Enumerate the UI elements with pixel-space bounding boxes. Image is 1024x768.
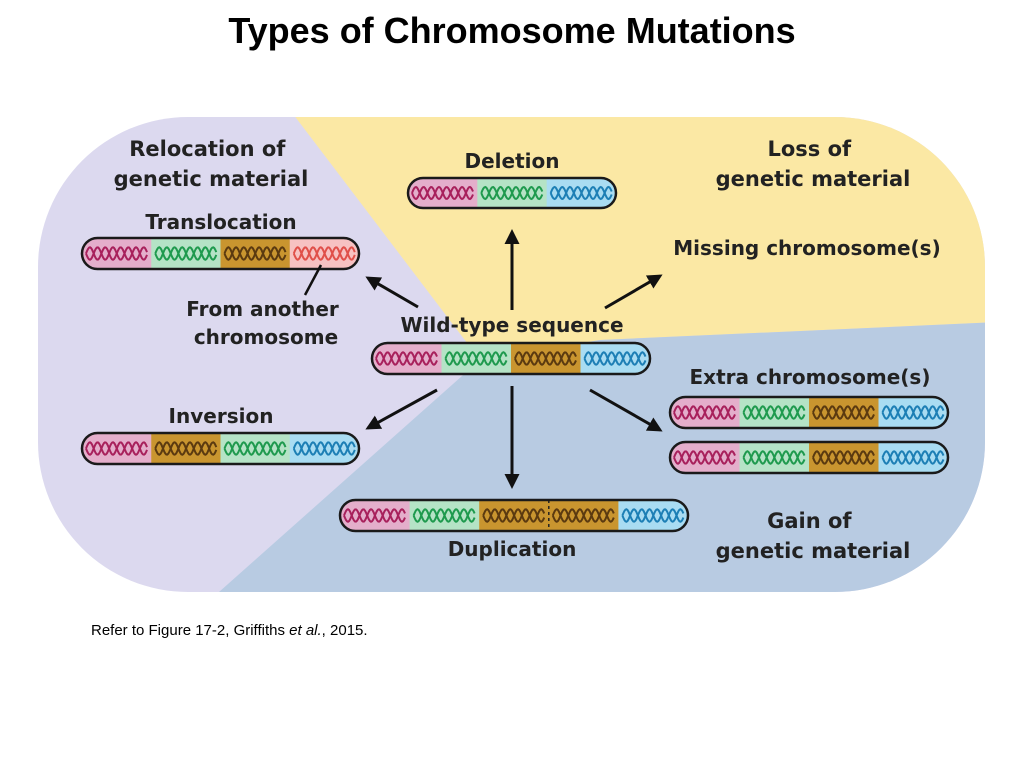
translocation-label: Translocation (145, 210, 296, 234)
chromosome-outline (338, 498, 690, 533)
wild-type-label: Wild-type sequence (400, 313, 623, 337)
chromosome-outline (80, 236, 361, 271)
citation-suffix: , 2015. (321, 622, 368, 639)
helix-strand (514, 351, 577, 366)
helix-strand (881, 405, 945, 420)
from-another-pointer (303, 264, 323, 296)
helix-strand (85, 246, 148, 261)
helix-strand (154, 246, 218, 261)
wild-type-chromosome (370, 341, 652, 376)
extra-chromosome-2 (668, 440, 950, 475)
loss-heading: Loss of genetic material (716, 137, 911, 191)
duplication-label: Duplication (448, 537, 577, 561)
helix-strand (412, 508, 476, 523)
helix-strand (375, 351, 438, 366)
slide-title: Types of Chromosome Mutations (228, 10, 796, 51)
helix-strand (621, 508, 685, 523)
helix-strand (549, 185, 613, 201)
arrow-to-missing (604, 274, 663, 310)
citation-italic: et al. (289, 622, 322, 639)
chromosome-outline (668, 440, 950, 475)
missing-chromosomes-label: Missing chromosome(s) (673, 236, 940, 260)
helix-strand (343, 508, 406, 523)
helix-strand (480, 185, 544, 201)
helix-strand (881, 450, 945, 465)
helix-strand (223, 441, 287, 456)
extra-chromosome-1 (668, 395, 950, 430)
helix-strand (673, 405, 736, 420)
helix-strand (154, 441, 218, 456)
translocation-chromosome (80, 236, 361, 271)
arrow-to-inversion (365, 388, 438, 430)
chromosome-outline (668, 395, 950, 430)
deletion-chromosome (406, 176, 618, 210)
helix-strand (292, 246, 356, 261)
inversion-label: Inversion (169, 404, 274, 428)
helix-strand (85, 441, 148, 456)
deletion-label: Deletion (465, 149, 560, 173)
chromosome-outline (406, 176, 618, 210)
helix-strand (812, 450, 875, 465)
helix-strand (673, 450, 736, 465)
helix-strand (742, 450, 806, 465)
extra-chromosomes-label: Extra chromosome(s) (690, 365, 931, 389)
chromosome-outline (370, 341, 652, 376)
helix-strand (444, 351, 508, 366)
citation: Refer to Figure 17-2, Griffiths et al., … (91, 622, 368, 639)
gain-heading: Gain of genetic material (716, 509, 911, 563)
helix-strand (551, 508, 615, 523)
relocation-heading: Relocation of genetic material (114, 137, 309, 191)
citation-prefix: Refer to Figure 17-2, Griffiths (91, 622, 290, 639)
from-another-chromosome-label: From another chromosome (186, 297, 345, 349)
duplication-chromosome (338, 498, 690, 533)
chromosome-outline (80, 431, 361, 466)
helix-strand (223, 246, 287, 261)
mutation-arrows (365, 229, 663, 489)
helix-strand (742, 405, 806, 420)
loss-region (290, 117, 985, 360)
helix-strand (411, 185, 474, 201)
arrow-to-extra (589, 388, 663, 432)
helix-strand (482, 508, 546, 523)
helix-strand (292, 441, 356, 456)
arrow-to-translocation (365, 276, 419, 309)
helix-strand (812, 405, 875, 420)
inversion-chromosome (80, 431, 361, 466)
helix-strand (583, 351, 647, 366)
